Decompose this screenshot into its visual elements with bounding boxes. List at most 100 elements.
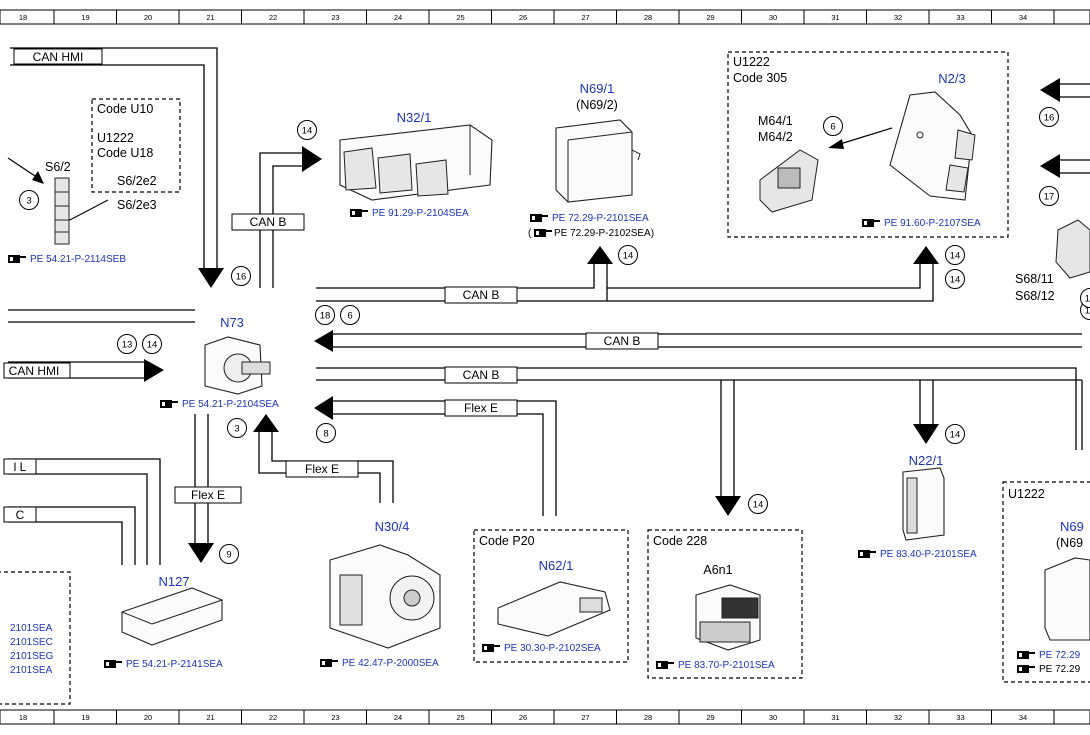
svg-text:CAN B: CAN B [463, 288, 500, 302]
svg-text:Code P20: Code P20 [479, 534, 535, 548]
s68-12-label: S68/12 [1015, 289, 1055, 303]
a6n1-module [695, 584, 761, 651]
pointing-hand-icon [8, 255, 26, 263]
document-reference-link[interactable]: PE 30.30-P-2102SEA [504, 643, 601, 654]
svg-text:l L: l L [14, 460, 27, 474]
left-plain-line [8, 309, 195, 323]
document-reference-link[interactable]: PE 91.29-P-2104SEA [372, 208, 469, 219]
connector-number-marker: 14 [748, 494, 768, 514]
n62-1-label: N62/1 [539, 558, 574, 573]
n30-4-label: N30/4 [375, 519, 410, 534]
connector-number-marker: 14 [297, 120, 317, 140]
m64-1-label: M64/1 [758, 114, 793, 128]
document-reference-link[interactable]: PE 72.29-P-2101SEA [552, 213, 649, 224]
document-reference-link[interactable]: 2101SEA [10, 665, 53, 676]
n22-1-label: N22/1 [909, 453, 944, 468]
code-box-u10: Code U10 U1222 Code U18 [91, 98, 181, 193]
ruler-column-label: 18 [19, 13, 27, 22]
document-reference-link[interactable]: PE 83.70-P-2101SEA [678, 660, 775, 671]
connector-number-marker: 14 [1080, 288, 1090, 308]
n69-1-module [555, 119, 641, 203]
document-reference-link[interactable]: PE 91.60-P-2107SEA [884, 218, 981, 229]
label-flex-e-mid: Flex E [285, 460, 359, 478]
document-reference-link[interactable]: PE 54.21-P-2114SEB [30, 254, 126, 265]
connector-number-marker: 14 [945, 269, 965, 289]
ruler-column-label: 28 [644, 13, 652, 22]
document-reference-link[interactable]: 2101SEA [10, 623, 53, 634]
label-can-b-n32: CAN B [231, 213, 305, 231]
pointing-hand-icon [104, 660, 122, 668]
can-hmi-top-line [10, 47, 224, 288]
pointing-hand-icon [656, 661, 674, 669]
s68-switch [1055, 219, 1090, 279]
ruler-column-label: 32 [894, 713, 902, 722]
flex-e-top-line [314, 396, 557, 516]
svg-text:14: 14 [950, 430, 961, 441]
n73-label: N73 [220, 315, 244, 330]
n69-right-module [1044, 557, 1090, 641]
connector-number-marker: 6 [340, 305, 360, 325]
label-can-b-low: CAN B [444, 366, 518, 384]
pointing-hand-icon [320, 659, 338, 667]
ruler-column-label: 29 [706, 713, 714, 722]
n2-3-module [889, 91, 976, 201]
s68-11-label: S68/11 [1015, 272, 1054, 286]
svg-text:14: 14 [753, 500, 764, 511]
svg-text:Flex E: Flex E [305, 462, 339, 476]
document-reference-link[interactable]: PE 72.29 [1039, 650, 1081, 661]
document-reference-link[interactable]: PE 72.29 [1039, 664, 1081, 675]
s6-2-switch: S6/2 S6/2e2 S6/2e3 [45, 160, 157, 245]
n69-1-label: N69/1 [580, 81, 615, 96]
document-reference-link[interactable]: 2101SEC [10, 637, 53, 648]
ruler-column-label: 29 [706, 13, 714, 22]
connector-number-marker: 17 [1039, 186, 1059, 206]
right-arrow-17 [1040, 78, 1090, 102]
code-box-left-partial [0, 571, 71, 705]
svg-text:6: 6 [830, 122, 835, 133]
document-reference-link[interactable]: PE 54.21-P-2104SEA [182, 399, 279, 410]
code-box-p20: Code P20 [473, 529, 629, 663]
svg-text:14: 14 [147, 340, 158, 351]
connector-number-marker: 8 [316, 423, 336, 443]
n22-1-module [902, 467, 945, 541]
connector-number-marker: 6 [823, 116, 843, 136]
code-box-u1222-305: U1222 Code 305 [727, 51, 1009, 238]
svg-text:14: 14 [302, 126, 313, 137]
svg-text:S6/2e3: S6/2e3 [117, 198, 157, 212]
svg-text:U1222: U1222 [97, 131, 134, 145]
ruler-column-label: 22 [269, 713, 277, 722]
n127-module [121, 587, 223, 646]
left-c-line [8, 506, 136, 565]
label-flex-e-n127: Flex E [174, 486, 242, 504]
svg-text:16: 16 [1044, 113, 1055, 124]
svg-text:Code U10: Code U10 [97, 102, 153, 116]
svg-text:U1222: U1222 [1008, 487, 1045, 501]
ruler-column-label: 22 [269, 13, 277, 22]
n73-ignition-switch [204, 336, 271, 395]
n2-3-label: N2/3 [938, 71, 965, 86]
document-reference-link[interactable]: PE 54.21-P-2141SEA [126, 659, 223, 670]
svg-text:Flex E: Flex E [191, 488, 225, 502]
document-reference-link[interactable]: 2101SEG [10, 651, 54, 662]
connector-number-marker: 14 [142, 334, 162, 354]
connector-number-marker: 16 [1039, 107, 1059, 127]
n69-2-label: (N69/2) [576, 98, 618, 112]
ruler-column-label: 31 [831, 713, 839, 722]
ruler-column-label: 33 [956, 13, 964, 22]
ruler-column-label: 24 [394, 13, 402, 22]
document-reference-link[interactable]: PE 83.40-P-2101SEA [880, 549, 977, 560]
svg-text:S6/2e2: S6/2e2 [117, 174, 157, 188]
svg-text:CAN B: CAN B [463, 368, 500, 382]
ruler-column-label: 20 [144, 713, 152, 722]
ruler-column-label: 23 [331, 713, 339, 722]
svg-text:8: 8 [323, 429, 328, 440]
svg-text:Flex E: Flex E [464, 401, 498, 415]
ruler-column-label: 18 [19, 713, 27, 722]
connector-number-marker: 9 [219, 544, 239, 564]
label-can-hmi-top: CAN HMI [13, 48, 103, 65]
document-reference-link[interactable]: PE 42.47-P-2000SEA [342, 658, 439, 669]
pointing-hand-icon [350, 209, 368, 217]
n30-4-abs-unit [329, 544, 441, 649]
document-reference-link[interactable]: PE 72.29-P-2102SEA) [554, 228, 654, 239]
ruler-column-label: 27 [581, 13, 589, 22]
